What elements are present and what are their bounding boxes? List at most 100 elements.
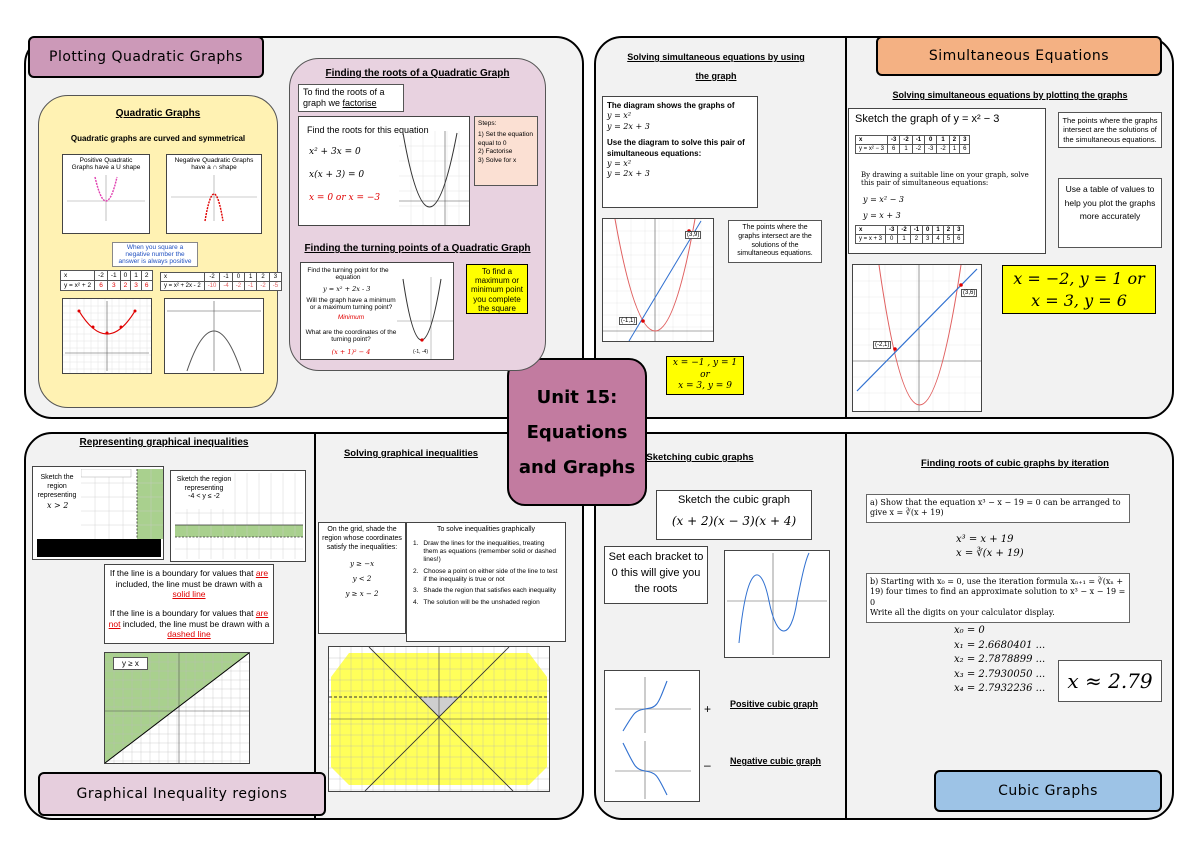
iteration-part-b: b) Starting with x₀ = 0, use the iterati…	[866, 573, 1130, 623]
iteration-x1: x₁ = 2.6680401 ...	[954, 639, 1046, 651]
sim-plot-graph-card: (3,6) (-2,1)	[852, 264, 982, 412]
sim-plot-table-2-y-cell: y = x + 3	[854, 234, 887, 244]
sim-use-text: Use the diagram to solve this pair of si…	[607, 138, 745, 158]
iteration-a2: x = ∛(x + 19)	[956, 548, 1024, 559]
positive-quadratic-graph	[67, 175, 145, 221]
quadratic-subheading: Quadratic graphs are curved and symmetri…	[70, 134, 246, 143]
sim-plot-table-2-y-cell: 1	[897, 234, 911, 244]
negative-cubic-label: Negative cubic graph	[730, 756, 822, 766]
turning-heading: Finding the turning points of a Quadrati…	[304, 243, 531, 254]
solve-step-4: The solution will be the unshaded region	[423, 599, 540, 607]
dashed-rule-word: dashed line	[167, 629, 211, 640]
turning-point-label: (-1, -4)	[413, 349, 428, 355]
iteration-part-a: a) Show that the equation x³ − x − 19 = …	[866, 494, 1130, 523]
sim-plot-table-2-y-cell: 2	[909, 234, 924, 244]
unit-title-box: Unit 15: Equations and Graphs	[507, 358, 647, 506]
quad-table-2-y-cell: -2	[231, 281, 246, 291]
positive-quadratic-card: Positive Quadratic Graphs have a U shape	[62, 154, 150, 234]
cubic-sketch-card: Sketch the cubic graph (x + 2)(x − 3)(x …	[656, 490, 812, 540]
sim-plot-table-2-x-cell: 3	[953, 225, 965, 235]
sim-plot-eqB: y = x + 3	[863, 211, 901, 220]
iteration-part-b-text2: Write all the digits on your calculator …	[870, 608, 1055, 618]
title-inequality-regions: Graphical Inequality regions	[38, 772, 326, 816]
region-graph-card: y ≥ x	[104, 652, 250, 764]
sim-answer: x = −1 , y = 1 or x = 3, y = 9	[666, 356, 744, 396]
sim-plot-table-1-y-cell: y = x² − 3	[854, 144, 889, 154]
solve-step-1: Draw the lines for the inequalities, tre…	[423, 540, 557, 563]
roots-graph	[399, 131, 469, 225]
sim-plot-note-1: The points where the graphs intersect ar…	[1058, 112, 1162, 149]
sim-plot-answer-2: x = 3, y = 6	[1031, 290, 1127, 310]
quad-table-2-x-cell: 0	[231, 272, 246, 282]
cubic-shapes-card	[604, 670, 700, 802]
quad-table-2-x-cell: -2	[203, 272, 221, 282]
solid-rule: If the line is a boundary for values tha…	[108, 568, 270, 600]
shade-i1: y ≥ −x	[349, 560, 375, 569]
quad-table-1-y-cell: 2	[119, 280, 132, 291]
roots-example-card: Find the roots for this equation x² + 3x…	[298, 116, 470, 226]
quad-table-2-y-cell: -4	[219, 281, 233, 291]
sim-plot-table-2-x-cell: -1	[909, 225, 924, 235]
sim-plot-table-1-y-cell: 1	[948, 144, 961, 154]
sim-answer-2: x = 3, y = 9	[678, 381, 732, 392]
positive-quadratic-label: Positive Quadratic Graphs have a U shape	[71, 157, 141, 171]
sim-eqB-2: y = 2x + 3	[607, 169, 650, 179]
dashed-rule-arenot: are not	[108, 607, 269, 629]
sim-plot-table-1-y-cell: -2	[936, 144, 950, 154]
turning-graph: (-1, -4)	[397, 277, 453, 359]
sim-eqA-2: y = x²	[607, 158, 632, 168]
roots-eq3: x = 0 or x = −3	[309, 193, 381, 203]
title-simultaneous: Simultaneous Equations	[876, 36, 1162, 76]
boundary-rules-card: If the line is a boundary for values tha…	[104, 564, 274, 644]
sim-graph-heading-2: the graph	[695, 70, 737, 81]
quad-table-2-y-cell: -1	[244, 281, 258, 291]
turning-example-card: Find the turning point for the equation …	[300, 262, 454, 360]
quad-table-1-y-cell: 3	[106, 280, 121, 291]
iteration-x2: x₂ = 2.7878899 ...	[954, 654, 1046, 665]
iteration-a1: x³ = x + 19	[956, 534, 1014, 545]
sim-plot-table-1-y-cell: -2	[911, 144, 926, 154]
sim-plot-table-1-x-cell: -1	[911, 135, 926, 145]
ineq-card-2: Sketch the region representing -4 < y ≤ …	[170, 470, 306, 562]
turning-a2: Minimum	[337, 314, 365, 321]
sim-plot-by-drawing: By drawing a suitable line on your graph…	[861, 171, 1029, 188]
shade-question-card: On the grid, shade the region whose coor…	[318, 522, 406, 634]
solid-rule-are: are	[255, 568, 269, 578]
quad-table-2-x-cell: -1	[219, 272, 233, 282]
cubic-sketch-eq: (x + 2)(x − 3)(x + 4)	[671, 514, 797, 528]
sim-plot-table-1-x-cell: -3	[887, 135, 901, 145]
solve-step-3: Shade the region that satisfies each ine…	[423, 587, 557, 595]
quad-table-1-x-cell: 0	[119, 270, 132, 281]
quad-graph-2	[164, 298, 264, 374]
ineq-solve-heading: Solving graphical inequalities	[343, 448, 479, 459]
quad-table-1-y-cell: y = x² + 2	[59, 280, 96, 291]
sim-question-card: The diagram shows the graphs of y = x² y…	[602, 96, 758, 208]
steps-title: Steps:	[478, 120, 497, 127]
solve-step-2: Choose a point on either side of the lin…	[423, 567, 558, 583]
sim-plot-pt1-label: (3,6)	[961, 289, 978, 297]
quad-table-2-y-cell: -10	[203, 281, 221, 291]
roots-eq2: x(x + 3) = 0	[309, 170, 365, 180]
sim-plot-table-2-y-cell: 6	[953, 234, 965, 244]
positive-cubic-label: Positive cubic graph	[730, 699, 819, 709]
negative-quadratic-graph	[171, 175, 257, 222]
solve-steps-card: To solve inequalities graphically 1.Draw…	[406, 522, 566, 642]
factorise-word: factorise	[342, 97, 377, 108]
shade-question-text: On the grid, shade the region whose coor…	[322, 526, 402, 551]
quad-table-2-x-cell: 2	[256, 272, 270, 282]
sim-answer-1: x = −1 , y = 1 or	[672, 358, 738, 380]
roots-eq1: x² + 3x = 0	[309, 147, 361, 157]
sim-plot-table-1-x-cell: -2	[899, 135, 913, 145]
sim-eqA: y = x²	[607, 111, 632, 121]
factorise-note-text: To find the roots of a graph we	[303, 87, 385, 108]
sim-plot-table-1-y-cell: 6	[959, 144, 971, 154]
unit-title-line1: Unit 15:	[536, 386, 618, 408]
sim-plot-table-1-x-cell: 1	[936, 135, 950, 145]
iteration-x0: x₀ = 0	[954, 625, 985, 636]
sim-plot-note-2: Use a table of values to help you plot t…	[1058, 178, 1162, 248]
sim-graph-card: (3,9) (-1,1)	[602, 218, 714, 342]
negative-quadratic-label: Negative Quadratic Graphs have a ∩ shape	[174, 157, 254, 171]
